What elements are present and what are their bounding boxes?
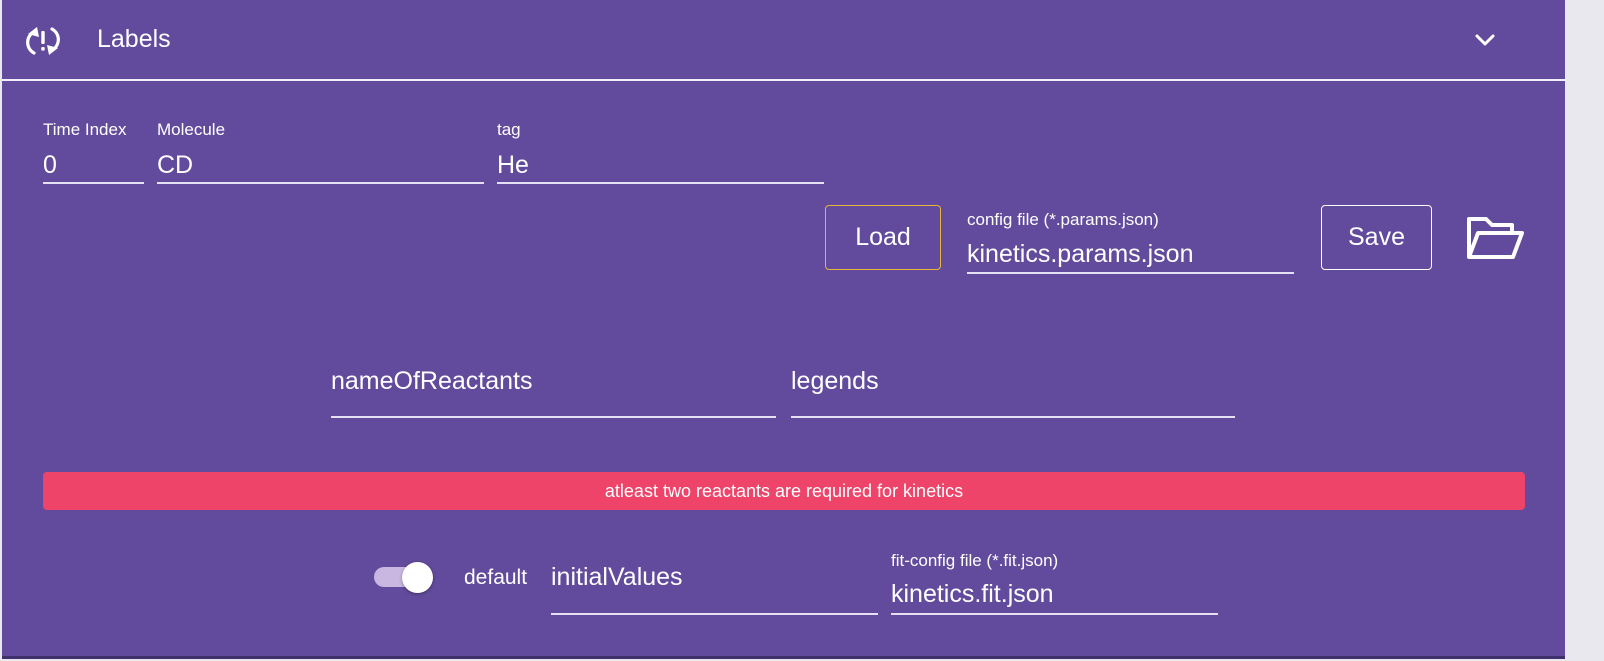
name-of-reactants-placeholder[interactable]: nameOfReactants (331, 367, 533, 395)
panel-header[interactable]: Labels (2, 0, 1565, 81)
time-index-field[interactable]: Time Index 0 (43, 120, 144, 186)
panel-title: Labels (97, 25, 171, 53)
fit-config-file-underline (891, 613, 1218, 615)
default-toggle-label: default (464, 566, 528, 589)
tag-label: tag (497, 120, 521, 139)
config-file-value[interactable]: kinetics.params.json (967, 240, 1194, 268)
fit-config-file-value[interactable]: kinetics.fit.json (891, 580, 1054, 608)
config-file-label: config file (*.params.json) (967, 210, 1159, 229)
tag-underline (497, 182, 824, 184)
time-index-label: Time Index (43, 120, 127, 139)
initial-values-field[interactable]: initialValues (551, 556, 878, 618)
labels-panel: Labels Time Index 0 Molecule CD tag He L… (2, 0, 1565, 659)
name-of-reactants-field[interactable]: nameOfReactants (331, 360, 776, 420)
chevron-down-icon[interactable] (1472, 28, 1498, 52)
fit-config-file-label: fit-config file (*.fit.json) (891, 551, 1059, 570)
default-toggle[interactable] (374, 560, 438, 596)
legends-underline (791, 416, 1235, 418)
error-alert: atleast two reactants are required for k… (43, 472, 1525, 510)
toggle-knob (402, 562, 433, 593)
molecule-label: Molecule (157, 120, 226, 139)
legends-field[interactable]: legends (791, 360, 1235, 420)
time-index-value[interactable]: 0 (43, 151, 57, 179)
time-index-underline (43, 182, 144, 184)
load-button[interactable]: Load (825, 205, 941, 270)
save-button[interactable]: Save (1321, 205, 1432, 270)
folder-open-icon[interactable] (1464, 214, 1526, 262)
molecule-value[interactable]: CD (157, 151, 194, 179)
tag-field[interactable]: tag He (497, 120, 824, 186)
refresh-alert-icon (26, 27, 60, 55)
name-of-reactants-underline (331, 416, 776, 418)
initial-values-underline (551, 613, 878, 615)
tag-value[interactable]: He (497, 151, 529, 179)
fit-config-file-field[interactable]: fit-config file (*.fit.json) kinetics.fi… (891, 551, 1218, 617)
molecule-underline (157, 182, 484, 184)
molecule-field[interactable]: Molecule CD (157, 120, 484, 186)
config-file-underline (967, 272, 1294, 274)
initial-values-placeholder[interactable]: initialValues (551, 563, 683, 591)
legends-placeholder[interactable]: legends (791, 367, 879, 395)
config-file-field[interactable]: config file (*.params.json) kinetics.par… (967, 210, 1294, 276)
